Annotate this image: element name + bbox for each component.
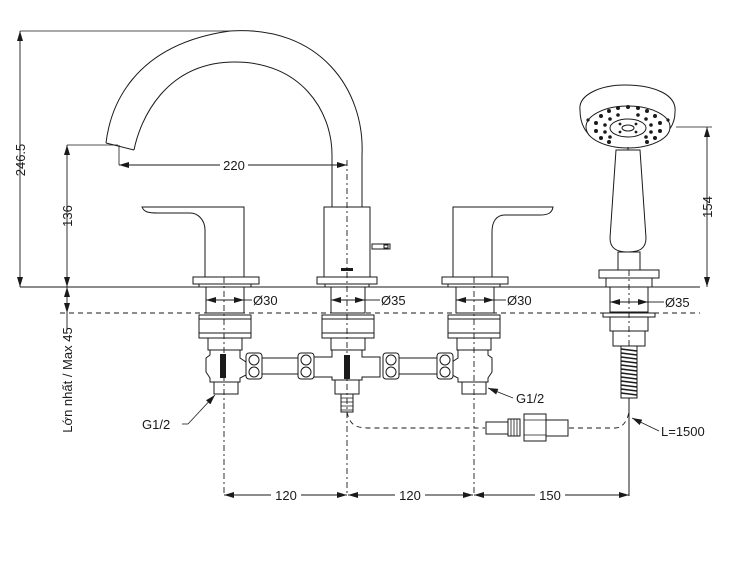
shower-hose-coil	[620, 345, 638, 399]
dimension-spout-reach: 220	[119, 157, 347, 173]
pipe-nuts	[245, 352, 454, 380]
dimension-spacing: 120 120 150	[224, 486, 629, 503]
shower-shank: Ø35	[602, 286, 690, 399]
spout	[105, 30, 363, 207]
label-inlet-left: G1/2	[142, 417, 170, 432]
callout-right-inlet: G1/2	[487, 387, 544, 406]
center-shank: Ø35	[321, 286, 406, 351]
label-spacing-3: 150	[539, 488, 561, 503]
label-max-deck-thickness: Lớn nhất / Max 45	[60, 327, 75, 432]
shower-nozzles	[586, 105, 670, 144]
right-handle	[441, 206, 554, 288]
label-spacing-2: 120	[399, 488, 421, 503]
dimension-deck-thickness: Lớn nhất / Max 45	[60, 287, 75, 433]
label-inlet-right: G1/2	[516, 391, 544, 406]
hose-route	[346, 411, 630, 429]
label-shower-diameter: Ø35	[665, 295, 690, 310]
dimension-overall-height: 246.5	[13, 30, 230, 287]
left-handle	[141, 206, 260, 288]
connecting-pipes	[245, 352, 454, 380]
label-right-handle-diameter: Ø30	[507, 293, 532, 308]
deck-line-dashed	[60, 286, 700, 314]
label-hose-length: L=1500	[661, 424, 705, 439]
label-overall-height: 246.5	[13, 144, 28, 177]
spout-body	[316, 206, 391, 288]
dimension-shower-height: 154	[676, 126, 715, 287]
left-valve-body	[205, 349, 247, 395]
hose-connector	[485, 413, 569, 442]
callout-hose-length: L=1500	[631, 417, 705, 439]
right-shank: Ø30	[447, 286, 532, 351]
left-shank: Ø30	[198, 286, 278, 351]
right-valve-body	[451, 349, 493, 395]
label-spout-reach: 220	[223, 158, 245, 173]
label-spout-height: 136	[60, 205, 75, 227]
callout-left-inlet: G1/2	[142, 394, 216, 432]
dimension-spout-height: 136	[60, 144, 118, 287]
center-lines	[223, 160, 630, 496]
hand-shower	[579, 84, 676, 288]
label-spout-diameter: Ø35	[381, 293, 406, 308]
label-spacing-1: 120	[275, 488, 297, 503]
label-shower-height: 154	[700, 196, 715, 218]
label-left-handle-diameter: Ø30	[253, 293, 278, 308]
